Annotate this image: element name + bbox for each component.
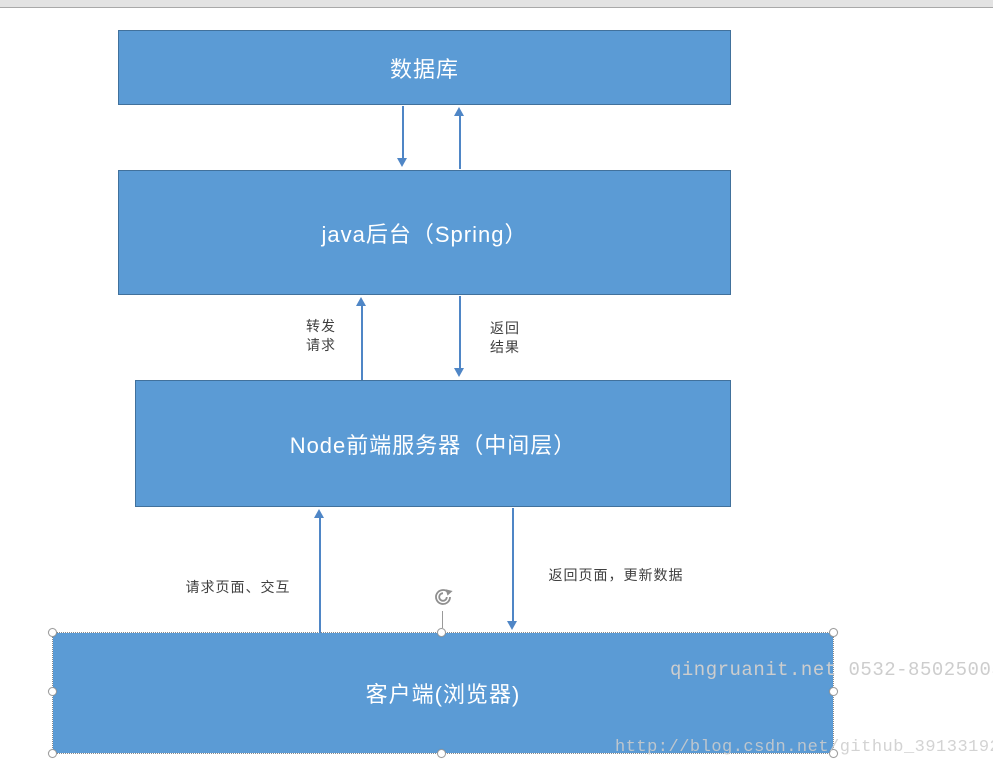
node-java-backend-label: java后台（Spring） — [321, 221, 528, 247]
edge-label-return-page[interactable]: 返回页面，更新数据 — [548, 567, 684, 583]
window-top-edge — [0, 0, 993, 8]
node-client-browser-label: 客户端(浏览器) — [365, 682, 521, 707]
arrowhead-up-icon — [454, 107, 464, 116]
arrowhead-down-icon — [397, 158, 407, 167]
selection-handle-top-left[interactable] — [48, 628, 57, 637]
arrowhead-up-icon — [356, 297, 366, 306]
node-database[interactable]: 数据库 — [118, 30, 731, 105]
connector-line — [319, 517, 321, 633]
connector-line — [402, 106, 404, 159]
connector-line — [361, 305, 363, 380]
rotate-icon[interactable] — [429, 583, 457, 611]
edge-label-forward-request[interactable]: 转发 请求 — [306, 318, 336, 353]
arrowhead-up-icon — [314, 509, 324, 518]
selection-handle-bottom-left[interactable] — [48, 749, 57, 758]
connector-line — [512, 508, 514, 622]
selection-handle-top-right[interactable] — [829, 628, 838, 637]
node-java-backend[interactable]: java后台（Spring） — [118, 170, 731, 295]
node-node-middle-layer-label: Node前端服务器（中间层） — [289, 432, 577, 458]
node-client-browser[interactable]: 客户端(浏览器) — [48, 628, 838, 758]
arrowhead-down-icon — [507, 621, 517, 630]
selection-handle-bottom-middle[interactable] — [437, 749, 446, 758]
connector-line — [459, 115, 461, 169]
edge-label-request-page[interactable]: 请求页面、交互 — [185, 579, 291, 595]
rotate-handle-stem — [442, 611, 443, 628]
selection-handle-top-middle[interactable] — [437, 628, 446, 637]
selection-handle-bottom-right[interactable] — [829, 749, 838, 758]
edge-label-return-result[interactable]: 返回 结果 — [490, 320, 520, 355]
selection-handle-middle-right[interactable] — [829, 687, 838, 696]
arrowhead-down-icon — [454, 368, 464, 377]
node-node-middle-layer[interactable]: Node前端服务器（中间层） — [135, 380, 731, 507]
node-database-label: 数据库 — [389, 56, 459, 82]
selection-handle-middle-left[interactable] — [48, 687, 57, 696]
connector-line — [459, 296, 461, 369]
